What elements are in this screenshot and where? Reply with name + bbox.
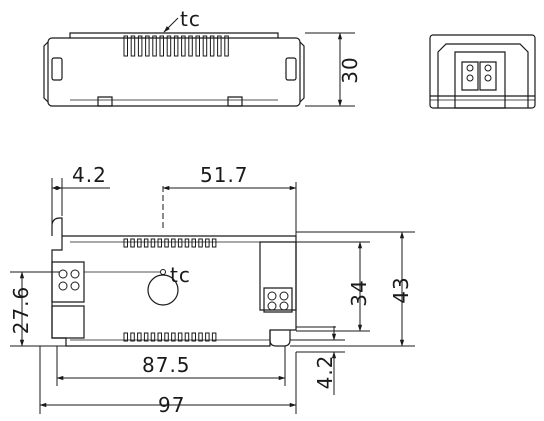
vent-slot [212, 239, 216, 247]
vent-slot [165, 333, 169, 341]
plan-view-left-strain-relief [52, 306, 84, 338]
vent-slot [218, 36, 222, 56]
end-view-cover [455, 52, 505, 108]
end-view-inner [438, 44, 528, 108]
vent-slot [138, 36, 142, 56]
vent-slot [124, 239, 128, 247]
dim-4-2-side-label: 4.2 [313, 355, 337, 390]
plan-view-vents [124, 239, 216, 341]
dim-4-2-side [290, 326, 345, 395]
side-view-foot-left [98, 97, 112, 106]
tc-pointer-top [163, 18, 178, 33]
vent-slot [124, 36, 128, 56]
vent-slot [165, 239, 169, 247]
plan-view-right-terminal-block [260, 242, 296, 310]
end-view-terminal-right-housing [480, 62, 496, 90]
dim-4-2-top [51, 178, 110, 226]
vent-slot [131, 36, 135, 56]
dim-51-7 [162, 182, 297, 236]
vent-slot [167, 36, 171, 56]
vent-slot [185, 333, 189, 341]
vent-slot [199, 333, 203, 341]
tc-pointer-bottom [84, 186, 166, 275]
plan-view-right-terminal-inner [264, 288, 292, 312]
vent-slot [138, 333, 142, 341]
vent-slot [151, 333, 155, 341]
vent-slot [178, 239, 182, 247]
vent-slot [185, 239, 189, 247]
end-view [430, 35, 535, 108]
vent-slot [178, 333, 182, 341]
dim-43 [290, 231, 415, 347]
side-view-vents [124, 36, 228, 56]
side-view-left-slot [52, 58, 62, 80]
end-view-outline [430, 35, 535, 108]
vent-slot [199, 239, 203, 247]
dim-87-5 [56, 346, 286, 386]
vent-slot [138, 239, 142, 247]
vent-slot [144, 333, 148, 341]
dim-30 [305, 32, 355, 107]
vent-slot [160, 36, 164, 56]
vent-slot [192, 333, 196, 341]
plan-view-left-terminal-block [52, 262, 84, 302]
dim-4-2-top-label: 4.2 [72, 163, 107, 187]
vent-slot [192, 239, 196, 247]
vent-slot [196, 36, 200, 56]
vent-slot [189, 36, 193, 56]
vent-slot [225, 36, 229, 56]
vent-slot [212, 333, 216, 341]
dim-34 [296, 241, 370, 332]
tc-label-top: tc [180, 7, 201, 31]
plan-view-right-notch [270, 330, 290, 346]
tc-label-bottom: tc [170, 263, 191, 287]
vent-slot [131, 333, 135, 341]
vent-slot [144, 239, 148, 247]
plan-view-left-notch [52, 218, 62, 236]
vent-slot [172, 333, 176, 341]
vent-slot [172, 239, 176, 247]
dim-97-label: 97 [158, 393, 185, 417]
dim-43-label: 43 [389, 276, 413, 303]
dim-27-6-label: 27.6 [9, 286, 33, 335]
dim-97 [39, 346, 297, 414]
vent-slot [206, 333, 210, 341]
vent-slot [210, 36, 214, 56]
dim-87-5-label: 87.5 [142, 353, 191, 377]
vent-slot [151, 239, 155, 247]
vent-slot [158, 333, 162, 341]
vent-slot [182, 36, 186, 56]
vent-slot [206, 239, 210, 247]
side-view-left-cap [44, 42, 48, 102]
vent-slot [174, 36, 178, 56]
plan-view [52, 218, 336, 346]
vent-slot [203, 36, 207, 56]
side-view-right-cap [300, 42, 304, 102]
plan-view-terminals [59, 270, 288, 310]
dim-51-7-label: 51.7 [200, 163, 249, 187]
vent-slot [131, 239, 135, 247]
vent-slot [153, 36, 157, 56]
vent-slot [158, 239, 162, 247]
dim-30-label: 30 [338, 56, 362, 83]
side-view-foot-right [228, 97, 242, 106]
vent-slot [124, 333, 128, 341]
end-view-terminal-left-housing [462, 62, 478, 90]
vent-slot [146, 36, 150, 56]
side-view-cover [70, 33, 278, 38]
dim-34-label: 34 [347, 279, 371, 306]
end-view-terminals [467, 65, 491, 81]
side-view-right-slot [286, 58, 296, 80]
